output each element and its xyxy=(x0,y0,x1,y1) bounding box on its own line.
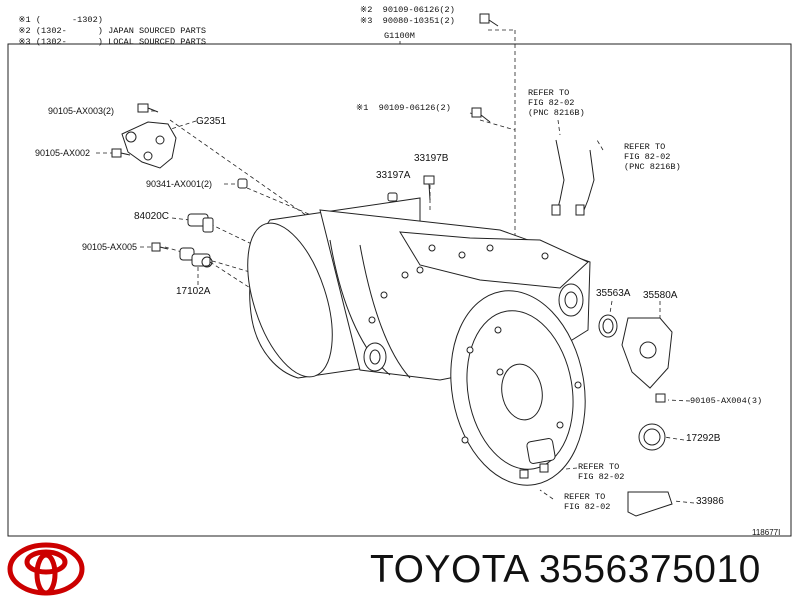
note-1: ※1 ( -1302) xyxy=(8,5,108,25)
plug-33197a xyxy=(387,192,398,202)
sensor-84020c xyxy=(187,213,214,233)
label-90341-ax001: 90341-AX001(2) xyxy=(146,179,213,189)
note-2-range: (1302- ) xyxy=(35,26,103,36)
refer-1-line-3: (PNC 8216B) xyxy=(528,108,585,118)
bolt-90105-ax004 xyxy=(655,393,666,403)
top-part-1: ※2 90109-06126(2) xyxy=(360,5,455,15)
label-33986: 33986 xyxy=(696,496,724,507)
refer-block-3: REFER TO FIG 82-02 xyxy=(578,462,624,482)
seal-35563a xyxy=(598,314,618,338)
refer-block-2: REFER TO FIG 82-02 (PNC 8216B) xyxy=(624,142,681,172)
brand-name: TOYOTA xyxy=(370,548,528,591)
label-84020c: 84020C xyxy=(134,211,170,222)
bracket-33986 xyxy=(627,491,673,517)
label-90105-ax004: 90105-AX004(3) xyxy=(690,396,763,406)
refer-3-line-1: REFER TO xyxy=(578,462,620,472)
refer-1-line-2: FIG 82-02 xyxy=(528,98,575,108)
label-90105-ax005: 90105-AX005 xyxy=(82,242,138,252)
small-parts xyxy=(111,13,673,517)
label-90105-ax002: 90105-AX002 xyxy=(35,148,91,158)
sensor-35580a xyxy=(621,317,673,389)
bolt-90105-ax003 xyxy=(137,103,159,113)
label-17292b: 17292B xyxy=(686,433,721,444)
refer-4-line-2: FIG 82-02 xyxy=(564,502,611,512)
label-35563a: 35563A xyxy=(596,288,631,299)
note-3-range: (1302- ) xyxy=(35,37,103,47)
note-3-desc: LOCAL SOURCED PARTS xyxy=(108,37,207,47)
bolt-33197b xyxy=(423,175,435,201)
bolt-90105-ax002 xyxy=(111,148,131,158)
note-3: ※3 (1302- ) LOCAL SOURCED PARTS xyxy=(8,27,206,47)
label-17102a: 17102A xyxy=(176,286,211,297)
refer-3-line-2: FIG 82-02 xyxy=(578,472,625,482)
plug-90341-ax001 xyxy=(237,178,248,189)
top-part-2: ※3 90080-10351(2) xyxy=(360,16,455,26)
refer-1-line-1: REFER TO xyxy=(528,88,570,98)
toyota-logo xyxy=(7,542,85,596)
refer-2-line-2: FIG 82-02 xyxy=(624,152,671,162)
diagram-frame xyxy=(7,43,792,537)
cable-right xyxy=(581,149,595,216)
cable-left xyxy=(555,139,565,216)
refer-4-line-1: REFER TO xyxy=(564,492,606,502)
bracket-g2351 xyxy=(121,121,177,169)
label-33197b: 33197B xyxy=(414,153,449,164)
note-1-mark: ※1 xyxy=(18,15,31,25)
fitting-17102a xyxy=(179,247,213,268)
label-35580a: 35580A xyxy=(643,290,678,301)
refer-2-line-1: REFER TO xyxy=(624,142,666,152)
refer-2-line-3: (PNC 8216B) xyxy=(624,162,681,172)
brand-line: TOYOTA 3556375010 xyxy=(370,548,761,592)
figure-id: 118677I xyxy=(752,528,781,537)
label-90105-ax003: 90105-AX003(2) xyxy=(48,106,115,116)
refer-block-4: REFER TO FIG 82-02 xyxy=(564,492,610,512)
label-33197a: 33197A xyxy=(376,170,411,181)
seal-17292b xyxy=(638,423,666,451)
note-2-mark: ※2 xyxy=(18,26,31,36)
note-2: ※2 (1302- ) JAPAN SOURCED PARTS xyxy=(8,16,206,36)
bolt-90109-06126 xyxy=(471,107,491,123)
group-code: G1100M xyxy=(384,31,415,41)
refer-block-1: REFER TO FIG 82-02 (PNC 8216B) xyxy=(528,88,585,118)
motor-generator-assembly xyxy=(247,197,591,486)
bolt-90105-ax005 xyxy=(151,242,169,252)
bolt-top xyxy=(479,13,499,27)
label-g2351: G2351 xyxy=(196,116,227,127)
note-1-range: ( -1302) xyxy=(35,15,103,25)
label-90109-06126: ※1 90109-06126(2) xyxy=(356,103,451,113)
part-number: 3556375010 xyxy=(538,548,761,591)
note-2-desc: JAPAN SOURCED PARTS xyxy=(108,26,207,36)
note-3-mark: ※3 xyxy=(18,37,31,47)
